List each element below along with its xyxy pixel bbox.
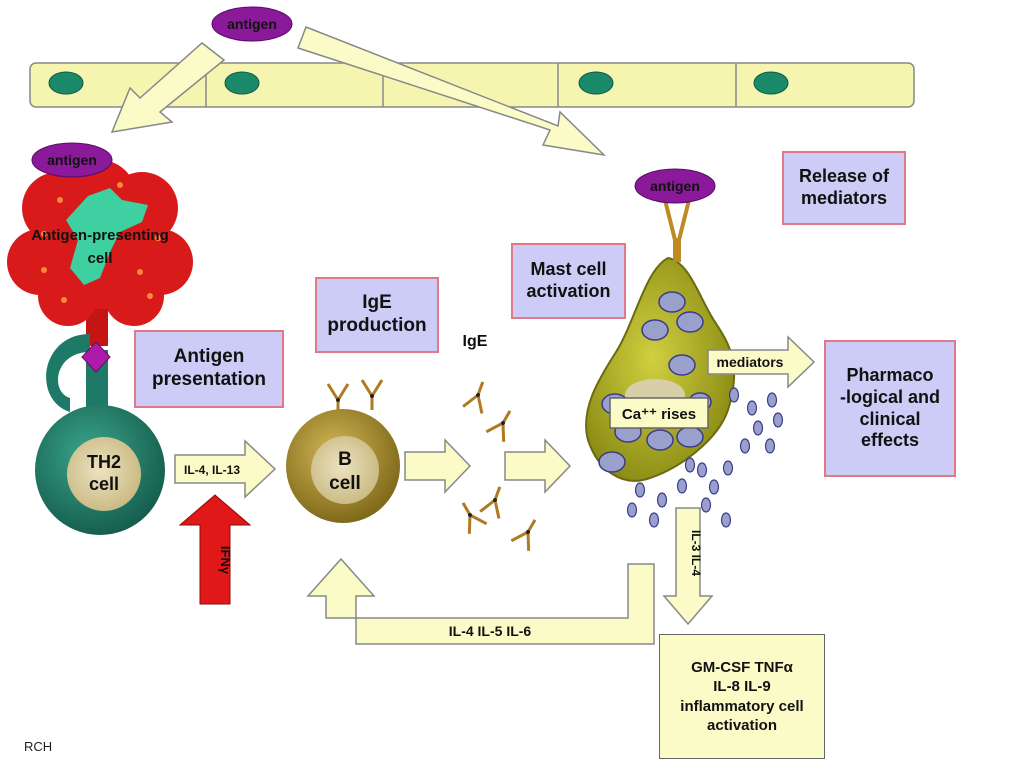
il4-il13-arrow bbox=[174, 439, 277, 499]
b-cell-label-line1: B bbox=[338, 449, 352, 470]
box-line: activation bbox=[706, 717, 778, 734]
ige-antibody bbox=[484, 404, 521, 444]
b-cell-label-line2: cell bbox=[329, 473, 361, 494]
box-line: Antigen bbox=[173, 346, 245, 368]
mast-cell-activation-box: Mast cell activation bbox=[511, 243, 626, 319]
mast-granules-inner bbox=[598, 291, 712, 473]
box-line: -logical and bbox=[839, 386, 940, 407]
box-line: Pharmaco bbox=[846, 365, 934, 386]
ige-antibody bbox=[461, 376, 494, 415]
b-cell-nucleus bbox=[311, 436, 379, 504]
antigen-apc-label: antigen bbox=[47, 152, 97, 168]
apc-label-line1: Antigen-presenting bbox=[31, 227, 169, 244]
box-line: GM-CSF TNFα bbox=[691, 658, 793, 676]
epithelial-nucleus bbox=[224, 71, 260, 95]
feedback-arrow bbox=[306, 557, 655, 645]
box-line: Mast cell bbox=[530, 259, 607, 280]
il456-label: IL-4 IL-5 IL-6 bbox=[449, 623, 532, 639]
arrow-b-to-ige bbox=[404, 438, 472, 494]
box-line: clinical bbox=[859, 408, 921, 429]
il3-il4-arrow bbox=[662, 507, 714, 626]
ige-antibody bbox=[360, 378, 384, 412]
ige-antibody bbox=[452, 496, 489, 536]
ifn-gamma-arrow bbox=[178, 494, 252, 605]
ifn-gamma-label: IFNγ bbox=[218, 546, 233, 575]
th2-receptor-arm bbox=[46, 334, 90, 412]
il3-il4-label: IL-3 IL-4 bbox=[689, 530, 703, 576]
antigen-top-label: antigen bbox=[227, 16, 277, 32]
gm-csf-box: GM-CSF TNFα IL-8 IL-9 inflammatory cell … bbox=[659, 634, 825, 759]
epithelial-nucleus bbox=[753, 71, 789, 95]
epithelial-nucleus bbox=[48, 71, 84, 95]
box-line: production bbox=[327, 315, 427, 336]
apc-label-line2: cell bbox=[87, 250, 112, 267]
th2-label-line2: cell bbox=[89, 474, 119, 494]
epithelium bbox=[29, 62, 915, 108]
release-of-mediators-box: Release of mediators bbox=[782, 151, 906, 225]
box-line: inflammatory cell bbox=[680, 697, 804, 715]
box-line: activation bbox=[526, 281, 611, 301]
box-line: mediators bbox=[800, 188, 888, 208]
ca-rises-box bbox=[609, 397, 709, 429]
antigen-presenting-cell: Antigen-presenting cell bbox=[7, 160, 193, 346]
box-line: Release of bbox=[798, 166, 890, 187]
released-granules bbox=[626, 387, 784, 528]
box-line: IgE bbox=[362, 292, 392, 314]
mediators-arrow bbox=[707, 335, 816, 389]
box-line: effects bbox=[860, 430, 920, 451]
ige-antibody bbox=[509, 513, 546, 553]
il4-il13-label: IL-4, IL-13 bbox=[184, 463, 240, 477]
apc-nucleus bbox=[66, 188, 148, 285]
arrow-to-apc bbox=[110, 42, 226, 133]
ige-production-box: IgE production bbox=[315, 277, 439, 353]
ca-rises-label: Ca⁺⁺ rises bbox=[622, 406, 696, 423]
pharmacological-effects-box: Pharmaco -logical and clinical effects bbox=[824, 340, 956, 477]
mediators-label: mediators bbox=[717, 354, 784, 370]
box-line: presentation bbox=[151, 369, 267, 390]
box-line: IL-8 IL-9 bbox=[713, 678, 771, 695]
ige-antibody bbox=[478, 481, 511, 520]
ige-label: IgE bbox=[463, 333, 488, 350]
antigen-mast-label: antigen bbox=[650, 178, 700, 194]
antigen-mast bbox=[634, 168, 716, 204]
antigen-presentation-box: Antigen presentation bbox=[134, 330, 284, 408]
antigen-top bbox=[211, 6, 293, 42]
antigen-apc bbox=[31, 142, 113, 178]
arrow-ige-to-mast bbox=[504, 438, 572, 494]
mhc-peptide-complex bbox=[81, 341, 111, 373]
th2-nucleus bbox=[67, 437, 141, 511]
apc-granules bbox=[41, 182, 161, 303]
credit-label: RCH bbox=[24, 739, 53, 754]
th2-label-line1: TH2 bbox=[87, 452, 121, 472]
arrow-to-mast-cell bbox=[297, 26, 607, 157]
epithelial-nucleus bbox=[578, 71, 614, 95]
